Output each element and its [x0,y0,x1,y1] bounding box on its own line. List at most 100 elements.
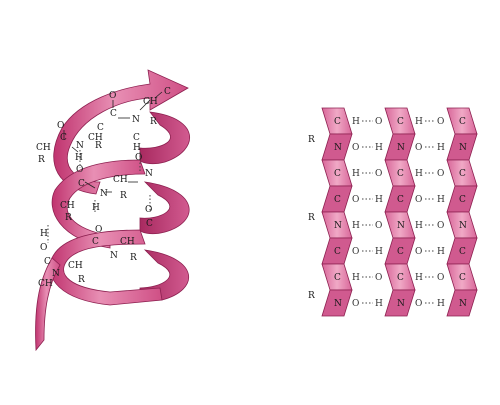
hbond-atom-h: O [352,143,359,153]
helix-atom: R [130,253,137,263]
helix-atom: N [110,251,118,261]
helix-atom: O [145,205,152,215]
strand-pleat [321,289,353,317]
helix-atom: C [110,109,117,119]
helix-atom: H [40,229,48,239]
strand-atom: C [459,195,466,205]
strand-atom: N [397,299,405,309]
strand-pleat [446,289,478,317]
hbond-atom-o: H [375,299,383,309]
strand-atom: C [459,247,466,257]
hbond-atom-o: H [437,143,445,153]
helix-atom: R [120,191,127,201]
helix-front-segment-low [49,229,163,306]
strand-atom: C [397,247,404,257]
hbond-atom-h: O [415,299,422,309]
hbond-atom-h: O [352,247,359,257]
helix-bonds [63,91,163,193]
strand-atom: C [397,273,404,283]
helix-atom: CH [38,279,53,289]
strand-atom: N [459,143,467,153]
hbond-atom-h: H [352,221,360,231]
helix-atom: R [65,213,72,223]
hbond-atom-h: H [415,117,423,127]
helix-atom: O [76,165,83,175]
strand-atom: C [397,117,404,127]
helix-front-segment-mid [51,159,146,249]
helix-atom: N [100,189,108,199]
strand-atom: C [397,169,404,179]
helix-atom: O [40,243,47,253]
strand-atom: C [397,195,404,205]
hbond-atom-o: O [437,221,444,231]
helix-atom: C [44,257,51,267]
r-group: R [308,291,315,301]
strand-atom: C [334,273,341,283]
helix-atom: C [133,133,140,143]
strand-atom: N [334,143,342,153]
helix-atom: C [92,237,99,247]
hbond-atom-o: O [437,117,444,127]
hbond-atom-o: H [437,247,445,257]
helix-atom: N [52,269,60,279]
helix-atom: CH [113,175,128,185]
hbond-atom-h: O [415,247,422,257]
strand-atom: N [334,299,342,309]
strand-atom: C [334,195,341,205]
helix-atom: O [95,225,102,235]
strand-atom: C [334,247,341,257]
helix-atom: CH [60,201,75,211]
strand-atom: C [334,117,341,127]
helix-atom: C [146,219,153,229]
r-group: R [308,135,315,145]
strand-atom: N [397,143,405,153]
hbond-atom-o: H [375,143,383,153]
helix-atom: C [97,123,104,133]
helix-atom: CH [88,133,103,143]
strand-pleat [384,289,416,317]
helix-atom: CH [143,97,158,107]
helix-atom: C [60,133,67,143]
strand-atom: C [334,169,341,179]
helix-atom: R [150,117,157,127]
helix-atom: O [135,153,142,163]
r-group: R [308,213,315,223]
helix-atom: CH [68,261,83,271]
strand-atom: N [459,221,467,231]
hbond-atom-h: O [352,299,359,309]
helix-atom: O [109,91,116,101]
helix-atom: N [132,115,140,125]
helix-atom: N [145,169,153,179]
helix-atom: N [76,141,84,151]
helix-atom: R [78,275,85,285]
strand-atom: N [459,299,467,309]
strand-atom: N [397,221,405,231]
helix-atom: C [164,87,171,97]
helix-back-segment-1 [139,111,191,165]
hbond-atom-o: H [437,299,445,309]
alpha-helix: C O C N CH R O C CH R C N H CH R CH R C … [35,69,191,352]
strand-atom: N [334,221,342,231]
hbond-atom-h: H [415,273,423,283]
hbond-atom-h: O [352,195,359,205]
helix-hbonds [47,150,151,243]
helix-atom: R [95,141,102,151]
hbond-atom-o: O [375,221,382,231]
hbond-atom-h: H [415,221,423,231]
hbond-atom-o: O [375,117,382,127]
hbond-atom-o: O [437,169,444,179]
helix-atom: R [38,155,45,165]
helix-back-segment-2 [139,181,190,235]
helix-atom: O [57,121,64,131]
hbond-atom-h: H [352,273,360,283]
strand-atom: C [459,273,466,283]
beta-strand: C N C C N C C N [321,107,353,317]
hbond-atom-h: O [415,195,422,205]
hbond-atom-o: O [375,273,382,283]
strand-atom: C [459,169,466,179]
hbond-atom-h: O [415,143,422,153]
hbond-atom-h: H [352,117,360,127]
